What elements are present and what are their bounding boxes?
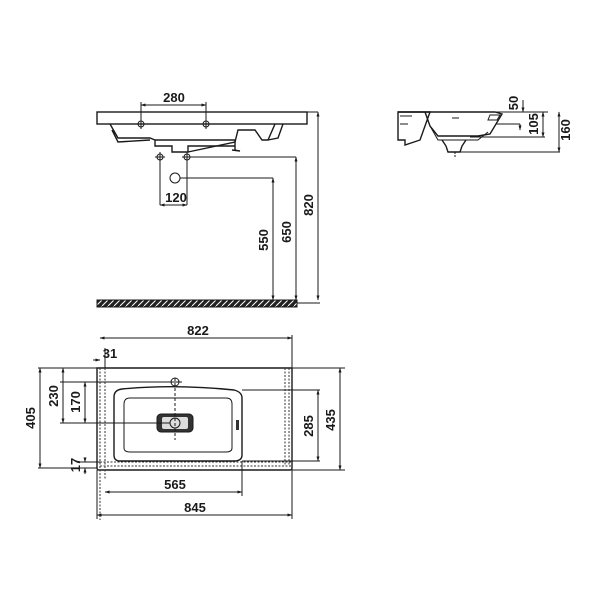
dim-overflow: 50 xyxy=(506,96,521,110)
basin-slab xyxy=(96,111,308,125)
dim-bowl-depth: 285 xyxy=(301,415,316,437)
dim-bowl-width: 565 xyxy=(164,477,186,492)
dim-total-width: 845 xyxy=(184,500,206,515)
overflow-hole xyxy=(487,114,501,121)
dim-height-top: 820 xyxy=(301,194,316,216)
dim-side-bowl-depth: 105 xyxy=(526,113,541,135)
top-outer xyxy=(96,367,293,471)
dim-waste-spacing: 120 xyxy=(165,190,187,205)
dim-edge-offset: 31 xyxy=(103,346,117,361)
tap-hole-left xyxy=(136,119,146,129)
dim-waste-from-back: 170 xyxy=(68,391,83,413)
side-waste xyxy=(441,139,467,153)
overflow-slot xyxy=(236,420,239,430)
floor-hatch xyxy=(96,299,298,308)
basin-bowl-bottom xyxy=(154,139,241,153)
top-bowl-outer xyxy=(113,386,243,462)
front-view: 280 120 550 650 820 xyxy=(96,90,320,308)
dim-outer-depth: 435 xyxy=(323,409,338,431)
top-view: 822 31 230 170 405 17 285 435 565 845 xyxy=(23,323,345,520)
dim-tap-from-back: 230 xyxy=(46,385,61,407)
side-view: 50 105 160 xyxy=(397,96,573,158)
dim-total-depth: 405 xyxy=(23,407,38,429)
side-bowl xyxy=(398,111,504,137)
basin-body-left xyxy=(109,123,156,143)
dim-height-trap: 650 xyxy=(279,221,294,243)
dim-tap-spacing: 280 xyxy=(163,90,185,105)
basin-right-end xyxy=(267,123,284,141)
trap-fitting xyxy=(155,152,192,205)
side-bracket xyxy=(397,111,431,146)
dim-side-height: 160 xyxy=(558,119,573,141)
dim-inner-width: 822 xyxy=(187,323,209,338)
top-bowl-inner xyxy=(123,397,233,453)
dim-height-waste: 550 xyxy=(256,229,271,251)
basin-overflow xyxy=(187,123,276,153)
tap-hole-right xyxy=(201,119,211,129)
dim-front-lip: 17 xyxy=(68,458,83,472)
